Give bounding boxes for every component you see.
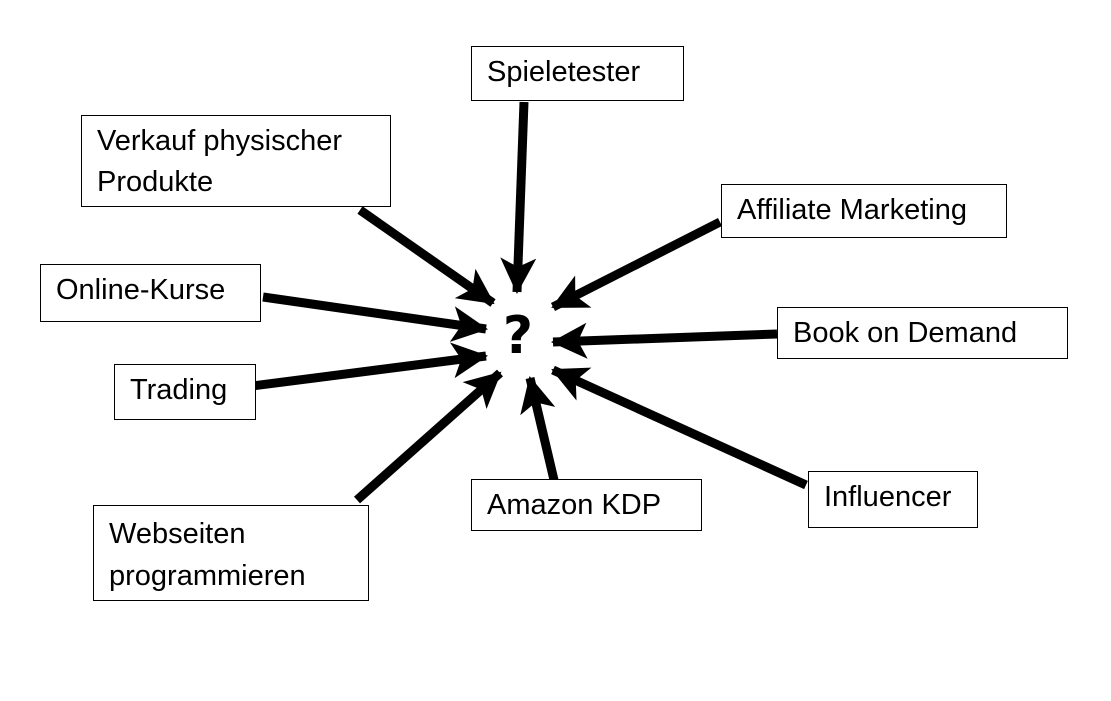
arrow-spieletester: [500, 101, 537, 294]
center-question-mark: ?: [502, 306, 534, 366]
node-label: Affiliate Marketing: [737, 194, 967, 226]
node-label-line-1: Verkauf physischer: [97, 125, 343, 157]
node-spieletester: Spieletester: [471, 46, 684, 101]
node-book-on-demand: Book on Demand: [777, 307, 1068, 359]
node-trading: Trading: [114, 364, 256, 420]
node-label: Spieletester: [487, 56, 641, 88]
node-webseiten-programmieren: Webseiten programmieren: [93, 505, 369, 601]
node-influencer: Influencer: [808, 471, 978, 528]
arrow-affiliate: [550, 217, 723, 312]
node-online-kurse: Online-Kurse: [40, 264, 261, 322]
node-label-line-2: Produkte: [97, 166, 214, 198]
arrow-webseiten: [354, 369, 503, 504]
node-label: Amazon KDP: [487, 489, 662, 521]
arrow-verkauf: [357, 206, 496, 307]
node-verkauf-physischer-produkte: Verkauf physischer Produkte: [81, 115, 391, 207]
arrow-book-on-demand: [551, 322, 778, 359]
node-label-line-2: programmieren: [109, 560, 306, 592]
arrow-trading: [251, 342, 488, 391]
arrow-influencer: [551, 365, 808, 490]
arrow-amazon-kdp: [520, 376, 559, 482]
node-label: Book on Demand: [793, 317, 1018, 349]
node-label: Influencer: [824, 481, 952, 513]
node-affiliate-marketing: Affiliate Marketing: [721, 184, 1007, 238]
node-label: Trading: [130, 374, 228, 406]
node-label: Online-Kurse: [56, 274, 226, 306]
arrow-online-kurse: [262, 292, 488, 342]
node-label-line-1: Webseiten: [109, 518, 246, 550]
node-amazon-kdp: Amazon KDP: [471, 479, 702, 531]
